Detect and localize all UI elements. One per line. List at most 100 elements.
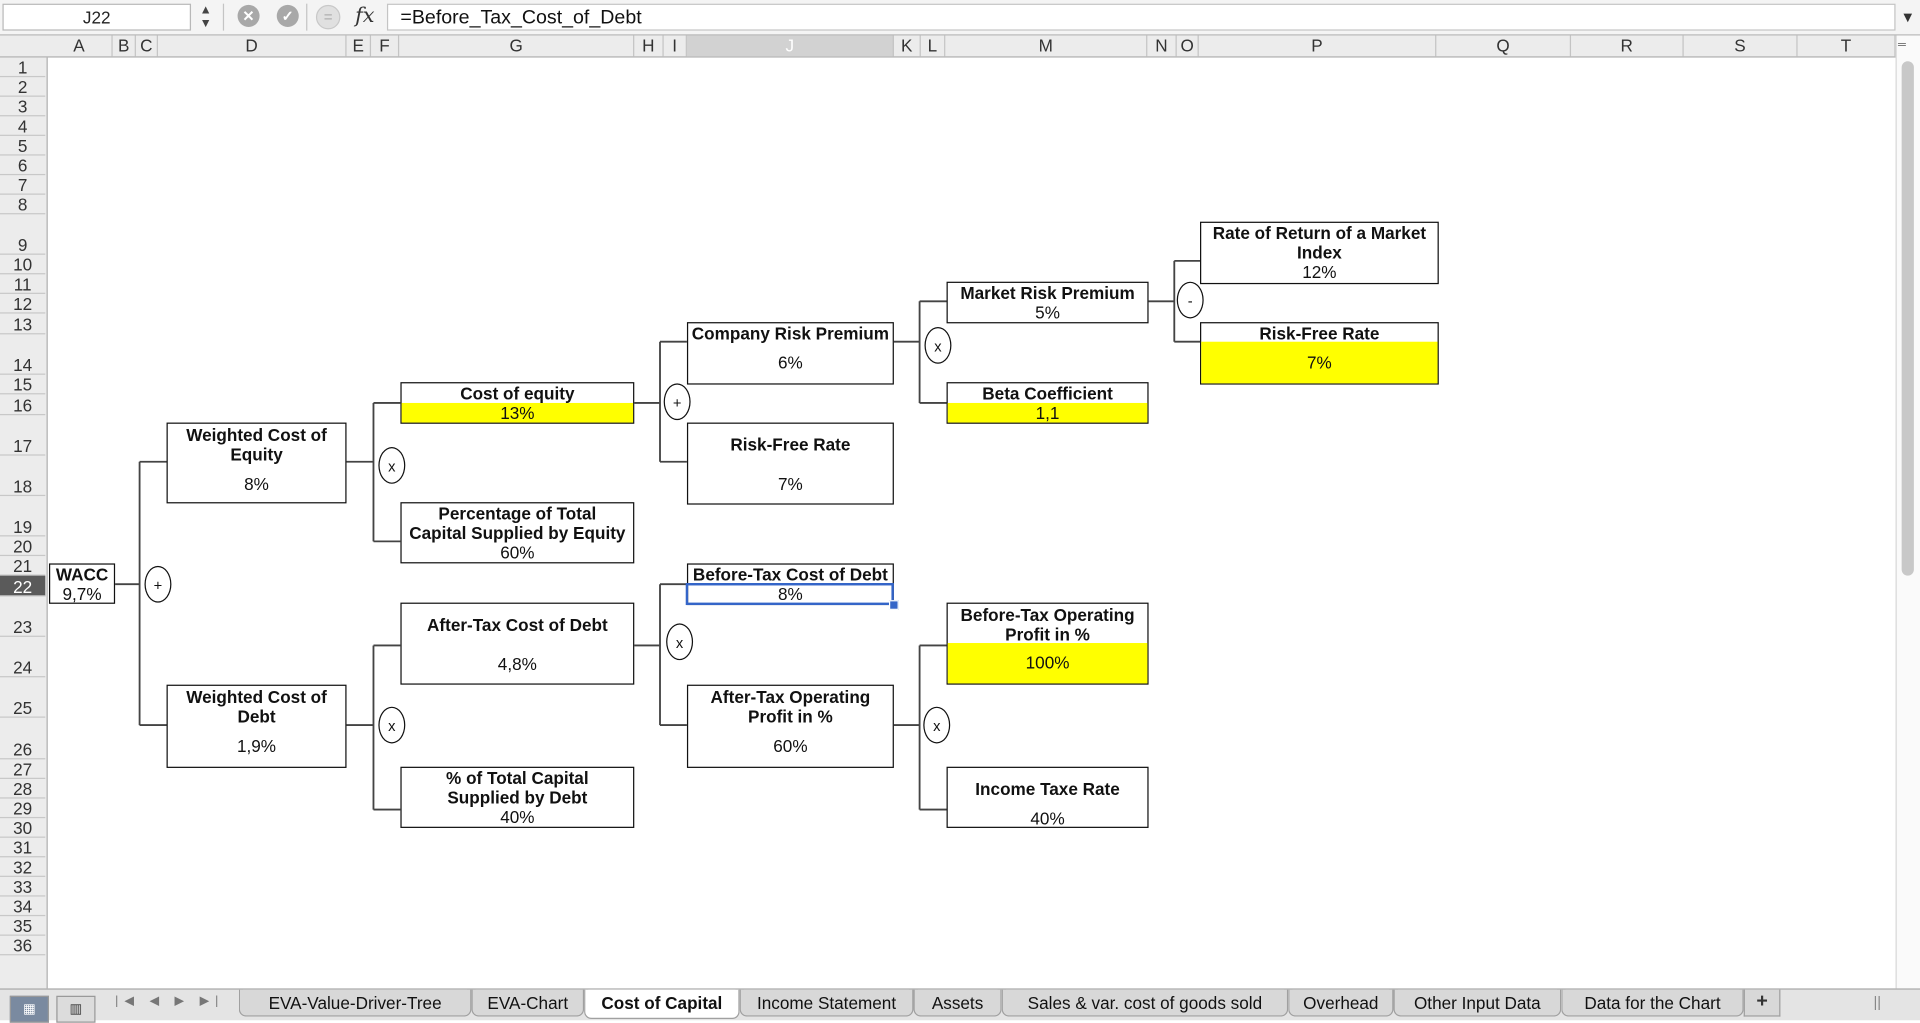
insert-function-icon[interactable]: =	[315, 4, 341, 30]
weighted-cost-debt-box[interactable]: Weighted Cost of Debt 1,9%	[166, 684, 347, 768]
after-tax-operating-profit-box[interactable]: After-Tax Operating Profit in % 60%	[686, 684, 894, 768]
sheet-tab[interactable]: EVA-Value-Driver-Tree	[238, 989, 472, 1017]
after-tax-cost-debt-box[interactable]: After-Tax Cost of Debt 4,8%	[400, 602, 635, 685]
fx-icon[interactable]: fx	[355, 3, 375, 29]
row-header[interactable]: 34	[0, 897, 46, 917]
row-header[interactable]: 14	[0, 334, 46, 375]
page-layout-view-icon[interactable]: ▥	[56, 995, 96, 1023]
company-risk-premium-box[interactable]: Company Risk Premium 6%	[686, 322, 894, 385]
column-header[interactable]: A	[47, 35, 113, 57]
row-header[interactable]: 3	[0, 97, 46, 117]
row-header[interactable]: 13	[0, 314, 46, 335]
row-header[interactable]: 23	[0, 596, 46, 637]
column-header[interactable]: E	[347, 35, 372, 57]
sheet-tab[interactable]: Overhead	[1288, 989, 1394, 1017]
row-header[interactable]: 26	[0, 718, 46, 760]
row-header[interactable]: 15	[0, 375, 46, 395]
pct-capital-equity-box[interactable]: Percentage of Total Capital Supplied by …	[400, 502, 635, 564]
row-header[interactable]: 16	[0, 394, 46, 416]
column-header[interactable]: O	[1177, 35, 1199, 57]
row-header[interactable]: 5	[0, 136, 46, 156]
wacc-box[interactable]: WACC 9,7%	[48, 563, 116, 604]
times-operator-icon: x	[924, 327, 952, 364]
row-header[interactable]: 19	[0, 496, 46, 537]
column-header[interactable]: C	[136, 35, 158, 57]
sheet-tab[interactable]: Assets	[913, 989, 1002, 1017]
column-header[interactable]: J	[686, 35, 894, 57]
formula-input[interactable]: =Before_Tax_Cost_of_Debt	[386, 3, 1896, 31]
row-header[interactable]: 24	[0, 637, 46, 678]
row-header[interactable]: 18	[0, 456, 46, 497]
sheet-grid[interactable]: + x x + x x x - WACC 9,7% Weighted Cost …	[48, 58, 1896, 989]
risk-free-rate-box[interactable]: Risk-Free Rate 7%	[686, 422, 894, 505]
column-header[interactable]: P	[1199, 35, 1437, 57]
row-header[interactable]: 11	[0, 274, 46, 294]
sheet-tab[interactable]: Cost of Capital	[584, 989, 740, 1020]
split-handle-icon[interactable]: ═	[1897, 37, 1906, 51]
sheet-tab[interactable]: Data for the Chart	[1561, 989, 1744, 1017]
pct-capital-debt-box[interactable]: % of Total Capital Supplied by Debt 40%	[400, 766, 635, 828]
chevron-down-icon[interactable]: ▼	[1900, 8, 1916, 26]
beta-coefficient-box[interactable]: Beta Coefficient 1,1	[946, 382, 1149, 424]
column-header[interactable]: R	[1571, 35, 1684, 57]
row-header[interactable]: 4	[0, 116, 46, 136]
row-header[interactable]: 20	[0, 536, 46, 557]
weighted-cost-equity-box[interactable]: Weighted Cost of Equity 8%	[166, 422, 347, 504]
before-tax-operating-profit-box[interactable]: Before-Tax Operating Profit in % 100%	[946, 602, 1149, 685]
row-header[interactable]: 25	[0, 677, 46, 718]
column-header[interactable]: I	[664, 35, 687, 57]
column-header[interactable]: M	[945, 35, 1148, 57]
confirm-icon[interactable]: ✓	[276, 4, 299, 27]
row-header[interactable]: 12	[0, 294, 46, 314]
row-header[interactable]: 9	[0, 214, 46, 255]
row-header[interactable]: 30	[0, 818, 46, 838]
row-header[interactable]: 1	[0, 58, 46, 78]
node-value: 1,1	[947, 402, 1148, 423]
row-header[interactable]: 8	[0, 195, 46, 215]
column-header[interactable]: T	[1798, 35, 1896, 57]
row-header[interactable]: 17	[0, 415, 46, 456]
row-header[interactable]: 32	[0, 857, 46, 877]
add-sheet-button[interactable]: +	[1743, 989, 1781, 1017]
cancel-icon[interactable]: ✕	[237, 4, 260, 27]
row-header[interactable]: 27	[0, 759, 46, 779]
row-header[interactable]: 28	[0, 779, 46, 799]
row-header[interactable]: 21	[0, 556, 46, 576]
name-box-stepper[interactable]: ▲▼	[199, 3, 212, 31]
column-header[interactable]: S	[1684, 35, 1798, 57]
row-header[interactable]: 6	[0, 156, 46, 176]
name-box[interactable]: J22	[2, 3, 192, 31]
row-header[interactable]: 29	[0, 799, 46, 819]
column-header[interactable]: Q	[1436, 35, 1572, 57]
row-header[interactable]: 31	[0, 838, 46, 858]
column-header[interactable]: H	[634, 35, 664, 57]
scroll-thumb[interactable]	[1901, 61, 1914, 576]
sheet-tab[interactable]: EVA-Chart	[471, 989, 585, 1017]
risk-free-rate-box[interactable]: Risk-Free Rate 7%	[1200, 322, 1439, 385]
cost-of-equity-box[interactable]: Cost of equity 13%	[400, 382, 635, 424]
sheet-tab[interactable]: Sales & var. cost of goods sold	[1001, 989, 1289, 1017]
column-header[interactable]: D	[158, 35, 347, 57]
market-risk-premium-box[interactable]: Market Risk Premium 5%	[946, 281, 1149, 324]
row-header[interactable]: 7	[0, 175, 46, 195]
row-header[interactable]: 2	[0, 77, 46, 97]
split-handle-icon[interactable]: ||	[1873, 993, 1882, 1011]
rate-return-market-box[interactable]: Rate of Return of a Market Index 12%	[1200, 221, 1439, 285]
column-header[interactable]: K	[894, 35, 921, 57]
sheet-tab[interactable]: Other Input Data	[1393, 989, 1562, 1017]
row-header[interactable]: 22	[0, 575, 46, 597]
fill-handle[interactable]	[888, 600, 899, 610]
row-header[interactable]: 36	[0, 936, 46, 956]
selected-cell-j22[interactable]	[685, 583, 894, 606]
row-header[interactable]: 35	[0, 916, 46, 936]
row-header[interactable]: 33	[0, 877, 46, 897]
column-header[interactable]: N	[1147, 35, 1177, 57]
sheet-tab[interactable]: Income Statement	[739, 989, 914, 1017]
income-tax-rate-box[interactable]: Income Taxe Rate 40%	[946, 766, 1149, 828]
column-header[interactable]: F	[371, 35, 400, 57]
column-header[interactable]: B	[113, 35, 136, 57]
column-header[interactable]: G	[399, 35, 635, 57]
tab-navigation-arrows[interactable]: |◀ ◀ ▶ ▶|	[115, 994, 225, 1009]
column-header[interactable]: L	[921, 35, 946, 57]
row-header[interactable]: 10	[0, 255, 46, 275]
